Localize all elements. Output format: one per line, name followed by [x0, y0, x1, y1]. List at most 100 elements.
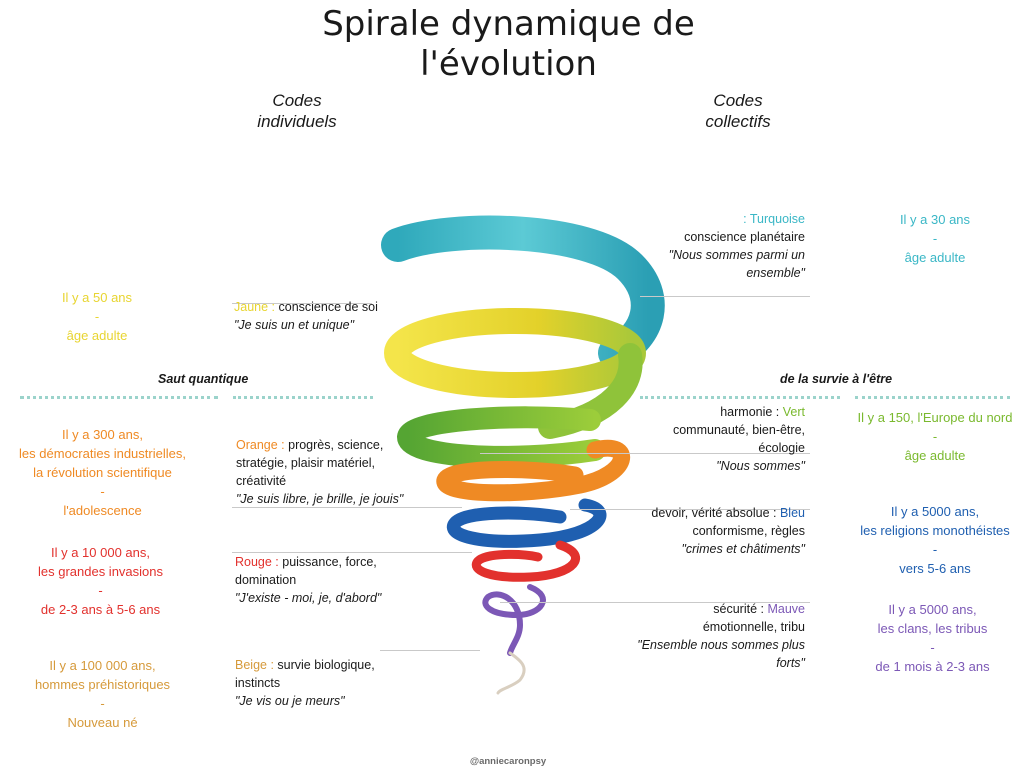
turquoise-era-line-2: -: [932, 231, 938, 246]
purple-era-line-4: de 1 mois à 2-3 ans: [875, 659, 990, 674]
red-era: Il y a 10 000 ans, les grandes invasions…: [18, 543, 183, 619]
beige-desc-2: instincts: [235, 676, 281, 690]
turquoise-quote-1: "Nous sommes parmi un: [668, 248, 805, 262]
purple-stage: sécurité : Mauve émotionnelle, tribu "En…: [610, 600, 805, 672]
orange-leader-line: [232, 507, 462, 508]
collective-codes-line-1: Codes: [713, 91, 763, 110]
yellow-era-line-2: -: [94, 309, 100, 324]
turquoise-era: Il y a 30 ans - âge adulte: [860, 210, 1010, 267]
purple-quote-2: forts": [776, 656, 805, 670]
blue-era-line-4: vers 5-6 ans: [899, 561, 971, 576]
orange-era-line-2: les démocraties industrielles,: [19, 446, 186, 461]
blue-name: Bleu: [779, 506, 805, 520]
green-era-line-3: âge adulte: [904, 448, 966, 463]
red-era-line-4: de 2-3 ans à 5-6 ans: [40, 602, 161, 617]
red-era-line-2: les grandes invasions: [37, 564, 164, 579]
orange-desc-3: créativité: [236, 474, 287, 488]
author-credit: @anniecaronpsy: [469, 756, 547, 767]
divider-dotted-right: [640, 396, 840, 399]
beige-name: Beige :: [235, 658, 274, 672]
orange-desc-1: progrès, science,: [284, 438, 384, 452]
orange-era-line-3: la révolution scientifique: [33, 465, 172, 480]
red-desc-1: puissance, force,: [278, 555, 377, 569]
turquoise-era-line-1: Il y a 30 ans: [899, 212, 971, 227]
divider-dotted-center: [233, 396, 373, 399]
yellow-era-line-1: Il y a 50 ans: [61, 290, 133, 305]
blue-quote: "crimes et châtiments": [681, 542, 806, 556]
blue-leader-line: [570, 509, 810, 510]
green-name: Vert: [782, 405, 805, 419]
yellow-era-line-3: âge adulte: [66, 328, 128, 343]
individual-codes-line-1: Codes: [272, 91, 322, 110]
beige-tail: [496, 651, 526, 695]
turquoise-quote-2: ensemble": [746, 266, 805, 280]
green-leader-line: [480, 453, 810, 454]
yellow-quote: "Je suis un et unique": [234, 318, 355, 332]
individual-codes-line-2: individuels: [257, 112, 337, 131]
page-title: Spirale dynamique de l'évolution: [0, 4, 1017, 84]
yellow-stage: Jaune : conscience de soi "Je suis un et…: [234, 298, 404, 334]
red-leader-line: [232, 552, 472, 553]
yellow-name: Jaune :: [234, 300, 276, 314]
purple-prefix: sécurité :: [713, 602, 768, 616]
title-line-2: l'évolution: [420, 44, 597, 84]
collective-codes-heading: Codes collectifs: [663, 90, 813, 132]
red-name: Rouge :: [235, 555, 279, 569]
purple-desc: émotionnelle, tribu: [702, 620, 805, 634]
individual-codes-heading: Codes individuels: [222, 90, 372, 132]
green-band: [396, 406, 606, 468]
purple-era-line-1: Il y a 5000 ans,: [888, 602, 977, 617]
green-era: Il y a 150, l'Europe du nord - âge adult…: [845, 408, 1017, 465]
orange-stage: Orange : progrès, science, stratégie, pl…: [236, 436, 426, 508]
purple-name: Mauve: [767, 602, 805, 616]
title-line-1: Spirale dynamique de: [322, 4, 695, 44]
purple-quote-1: "Ensemble nous sommes plus: [637, 638, 805, 652]
yellow-leader-line: [232, 303, 372, 304]
red-band: [471, 540, 580, 582]
orange-name: Orange :: [236, 438, 285, 452]
turquoise-name: : Turquoise: [743, 212, 805, 226]
yellow-era: Il y a 50 ans - âge adulte: [22, 288, 172, 345]
blue-prefix: devoir, vérité absolue :: [651, 506, 780, 520]
blue-era-line-3: -: [932, 542, 938, 557]
turquoise-leader-line: [640, 296, 810, 297]
yellow-desc: conscience de soi: [275, 300, 378, 314]
quantum-leap-label: Saut quantique: [158, 372, 249, 386]
red-quote: "J'existe - moi, je, d'abord": [235, 591, 382, 605]
purple-era-line-3: -: [930, 640, 935, 655]
blue-desc: conformisme, règles: [692, 524, 805, 538]
purple-era-line-2: les clans, les tribus: [877, 621, 988, 636]
yellow-band: [384, 308, 646, 398]
divider-dotted-far-right: [855, 396, 1010, 399]
beige-stage: Beige : survie biologique, instincts "Je…: [235, 656, 405, 710]
beige-era-line-2: hommes préhistoriques: [34, 677, 171, 692]
orange-era-line-1: Il y a 300 ans,: [62, 427, 143, 442]
collective-codes-line-2: collectifs: [705, 112, 771, 131]
green-desc-1: communauté, bien-être,: [672, 423, 805, 437]
survival-to-being-label: de la survie à l'être: [780, 372, 893, 386]
turquoise-band: [381, 215, 665, 370]
turquoise-stage: : Turquoise conscience planétaire "Nous …: [600, 210, 805, 282]
blue-band: [446, 498, 607, 548]
blue-era-line-1: Il y a 5000 ans,: [890, 504, 980, 519]
turquoise-era-line-3: âge adulte: [904, 250, 966, 265]
beige-era: Il y a 100 000 ans, hommes préhistorique…: [20, 656, 185, 732]
purple-leader-line: [500, 602, 810, 603]
orange-band: [436, 439, 631, 502]
dynamic-spiral-graphic: [381, 215, 665, 695]
blue-era-line-2: les religions monothéistes: [860, 523, 1010, 538]
orange-era-line-4: -: [100, 484, 105, 499]
beige-leader-line: [380, 650, 480, 651]
orange-era: Il y a 300 ans, les démocraties industri…: [5, 425, 200, 520]
divider-dotted-left: [20, 396, 218, 399]
red-stage: Rouge : puissance, force, domination "J'…: [235, 553, 405, 607]
beige-era-line-1: Il y a 100 000 ans,: [49, 658, 156, 673]
blue-stage: devoir, vérité absolue : Bleu conformism…: [600, 504, 805, 558]
orange-era-line-5: l'adolescence: [63, 503, 142, 518]
beige-desc-1: survie biologique,: [273, 658, 375, 672]
beige-quote: "Je vis ou je meurs": [235, 694, 345, 708]
purple-era: Il y a 5000 ans, les clans, les tribus -…: [855, 600, 1010, 676]
orange-desc-2: stratégie, plaisir matériel,: [236, 456, 375, 470]
green-era-line-1: Il y a 150, l'Europe du nord: [857, 410, 1013, 425]
beige-era-line-3: -: [100, 696, 105, 711]
